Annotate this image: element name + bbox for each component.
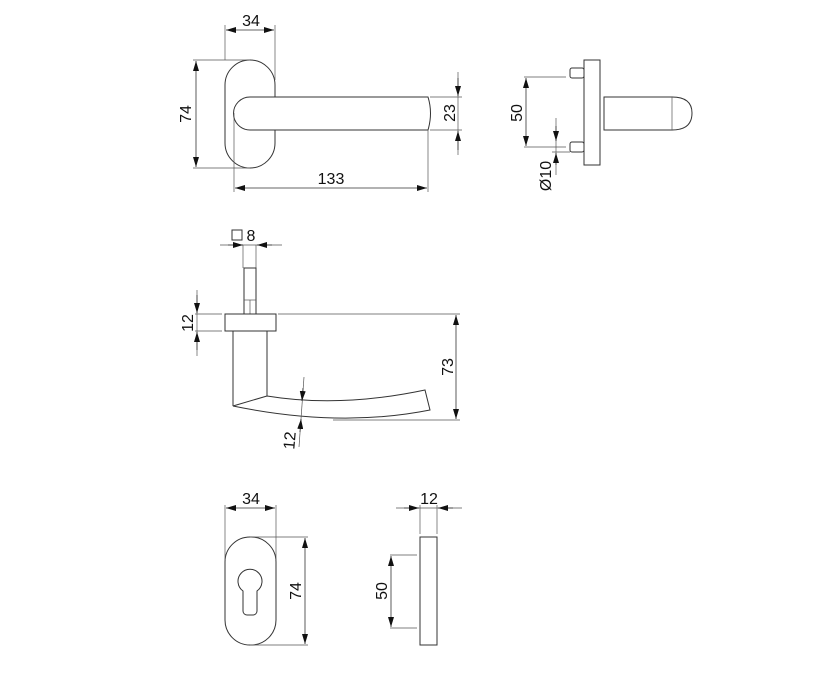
handle-front-view: 34 74 23 133 — [178, 13, 462, 192]
lever-outline — [233, 96, 431, 131]
escutcheon-front-view: 34 74 — [224, 491, 308, 646]
dim-width-label: 34 — [242, 13, 260, 30]
dim-grip-thickness — [299, 387, 306, 402]
dim-escutcheon-width-label: 34 — [242, 491, 260, 508]
lever-profile-view: 8 12 73 12 — [180, 228, 460, 450]
lever-end — [603, 96, 693, 131]
dim-height-label: 74 — [178, 105, 195, 123]
dim-rose-thickness-label: 12 — [180, 314, 197, 332]
dim-escutcheon-height-label: 74 — [288, 582, 305, 600]
dim-lever-thickness-label: 23 — [442, 104, 459, 122]
escutcheon-outline — [224, 536, 277, 646]
square-symbol-icon — [231, 229, 243, 241]
dim-lever-length-label: 133 — [318, 171, 345, 188]
dim-pin-diameter-label: Ø10 — [538, 161, 555, 191]
lever-neck — [232, 330, 268, 406]
dim-escutcheon-thickness-label: 12 — [420, 491, 438, 508]
escutcheon-side-view: 12 50 — [374, 491, 462, 646]
pin-top — [569, 67, 585, 79]
keyhole-icon — [237, 568, 263, 616]
dim-pin-spacing-label: 50 — [509, 104, 526, 122]
dim-spindle-label: 8 — [247, 228, 256, 245]
escutcheon-plate — [419, 536, 438, 646]
dim-escutcheon-pin-spacing-label: 50 — [374, 582, 391, 600]
rose-plate — [583, 59, 601, 166]
dim-total-height-label: 73 — [440, 358, 457, 376]
dim-grip-thickness-label: 12 — [281, 431, 299, 450]
handle-side-view: 50 Ø10 — [509, 59, 693, 191]
pin-bottom — [569, 141, 585, 153]
lever-grip — [232, 389, 431, 419]
rose-profile — [224, 313, 277, 332]
